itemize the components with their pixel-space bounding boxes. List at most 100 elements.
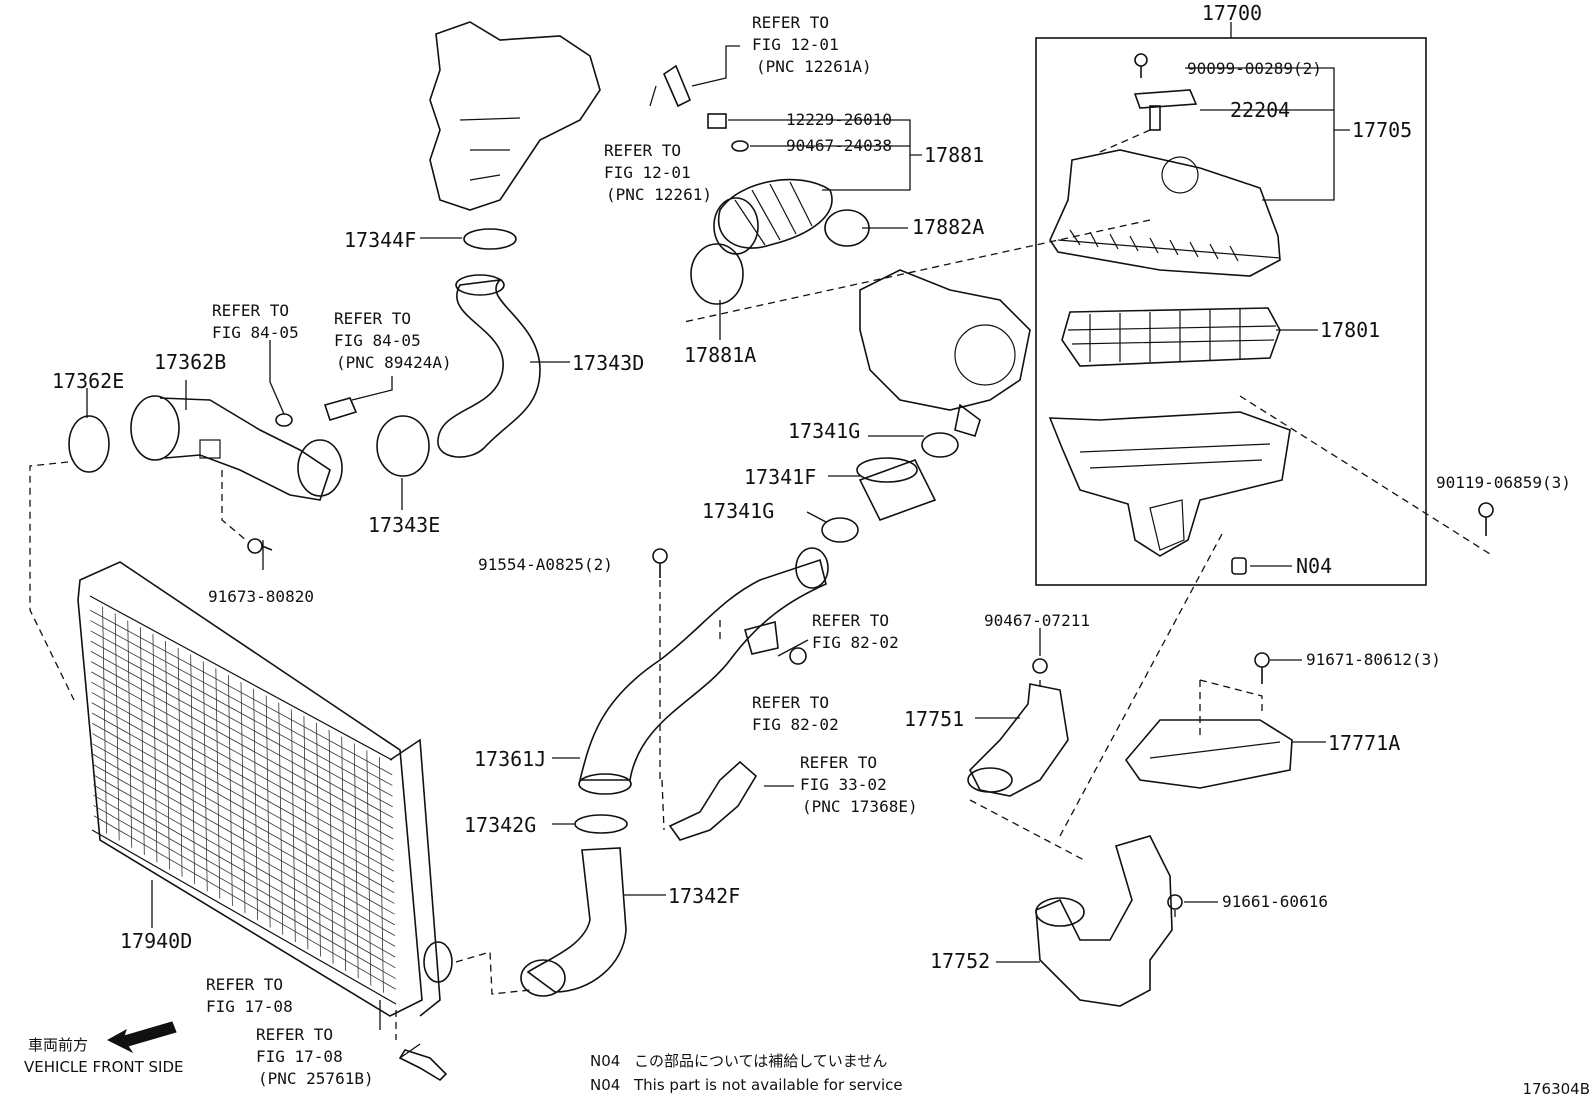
- clamp-17343e: [376, 415, 430, 477]
- refer-17-08-b-line3: (PNC 25761B): [258, 1069, 374, 1088]
- label-17881a: 17881A: [684, 343, 756, 367]
- air-hose-17881: [713, 178, 833, 255]
- refer-84-05-b-line3: (PNC 89424A): [336, 353, 452, 372]
- refer-33-02-line1: REFER TO: [800, 753, 877, 772]
- intercooler-17940d: [77, 561, 453, 1017]
- label-17341f: 17341F: [744, 465, 816, 489]
- refer-82-02-a-line2: FIG 82-02: [812, 633, 899, 652]
- clamp-17344f: [463, 228, 517, 250]
- refer-17-08-a-line2: FIG 17-08: [206, 997, 293, 1016]
- intercooler-pipe-17362b: [130, 395, 343, 501]
- label-17700: 17700: [1202, 1, 1262, 25]
- refer-12-01-b-line1: REFER TO: [604, 141, 681, 160]
- label-17342f: 17342F: [668, 884, 740, 908]
- vsv-12229: [707, 113, 727, 129]
- air-duct-17751: [967, 683, 1069, 797]
- label-17344f: 17344F: [344, 228, 416, 252]
- vehicle-front-indicator: 車両前方 VEHICLE FRONT SIDE: [24, 1021, 184, 1076]
- label-17801: 17801: [1320, 318, 1380, 342]
- arrow-left-icon: [106, 1021, 177, 1054]
- label-17940d: 17940D: [120, 929, 192, 953]
- refer-84-05-a-line1: REFER TO: [212, 301, 289, 320]
- refer-12-01-a-line2: FIG 12-01: [752, 35, 839, 54]
- air-cleaner-case: [1048, 411, 1291, 557]
- label-17882a: 17882A: [912, 215, 984, 239]
- label-17771a: 17771A: [1328, 731, 1400, 755]
- refer-12-01-b-line3: (PNC 12261): [606, 185, 712, 204]
- label-17341g-upper: 17341G: [788, 419, 860, 443]
- note-text-jp: この部品については補給していません: [634, 1052, 887, 1070]
- air-filter-element: [1061, 307, 1281, 367]
- turbocharger: [859, 269, 1031, 437]
- bolt-90467-07211: [1032, 658, 1048, 674]
- front-side-label-jp: 車両前方: [28, 1036, 88, 1054]
- label-n04: N04: [1296, 554, 1332, 578]
- refer-33-02-line3: (PNC 17368E): [802, 797, 918, 816]
- refer-17-08-b-line2: FIG 17-08: [256, 1047, 343, 1066]
- hose-17343d: [437, 274, 541, 458]
- label-91671-80612: 91671-80612(3): [1306, 650, 1441, 669]
- air-duct-17752: [1035, 835, 1173, 1007]
- intake-manifold: [429, 21, 601, 211]
- refer-33-02-line2: FIG 33-02: [800, 775, 887, 794]
- label-17361j: 17361J: [474, 747, 546, 771]
- intercooler-pipe-17361j: [578, 547, 829, 795]
- clamp-17342g: [574, 814, 628, 834]
- refer-12-01-b-line2: FIG 12-01: [604, 163, 691, 182]
- note-code-1: N04: [590, 1052, 620, 1070]
- hose-17341f: [856, 457, 937, 521]
- label-90467-07211: 90467-07211: [984, 611, 1090, 630]
- hose-17342f: [520, 847, 627, 997]
- label-91661-60616: 91661-60616: [1222, 892, 1328, 911]
- o-ring: [275, 413, 293, 427]
- front-side-label-en: VEHICLE FRONT SIDE: [24, 1058, 184, 1076]
- bracket-33-02: [668, 760, 758, 841]
- bolt-90119: [1478, 502, 1494, 536]
- leader-lines: [86, 45, 1350, 1059]
- refer-labels: REFER TO FIG 12-01 (PNC 12261A) REFER TO…: [206, 13, 918, 1088]
- figure-id: 176304B: [1522, 1080, 1590, 1098]
- label-22204: 22204: [1230, 98, 1290, 122]
- footnotes: N04 この部品については補給していません N04 This part is n…: [590, 1052, 903, 1094]
- label-17341g-lower: 17341G: [702, 499, 774, 523]
- label-17705: 17705: [1352, 118, 1412, 142]
- note-code-2: N04: [590, 1076, 620, 1094]
- bolt-91673: [247, 538, 273, 554]
- label-17752: 17752: [930, 949, 990, 973]
- refer-82-02-b-line2: FIG 82-02: [752, 715, 839, 734]
- label-90467-24038: 90467-24038: [786, 136, 892, 155]
- clamp-17341g-lower: [821, 517, 859, 543]
- air-duct-17771a: [1124, 719, 1293, 789]
- bolt-91554: [652, 548, 668, 578]
- clip-90467-24038: [731, 140, 749, 152]
- label-17751: 17751: [904, 707, 964, 731]
- label-17343e: 17343E: [368, 513, 440, 537]
- clamp-17881a: [690, 243, 744, 305]
- bolt-90099: [1134, 53, 1148, 78]
- part-labels: 17700 90099-00289(2) 22204 17705 17801 9…: [52, 1, 1571, 973]
- clamp-17362e: [68, 415, 110, 473]
- refer-12-01-a-line1: REFER TO: [752, 13, 829, 32]
- refer-17-08-a-line1: REFER TO: [206, 975, 283, 994]
- label-12229-26010: 12229-26010: [786, 110, 892, 129]
- air-cleaner-cap: [1049, 149, 1281, 277]
- pressure-sensor: [323, 397, 358, 421]
- bolt-91661: [1167, 894, 1183, 910]
- label-17342g: 17342G: [464, 813, 536, 837]
- label-17343d: 17343D: [572, 351, 644, 375]
- label-17362b: 17362B: [154, 350, 226, 374]
- refer-82-02-b-line1: REFER TO: [752, 693, 829, 712]
- bolt-82-02: [789, 647, 807, 665]
- refer-17-08-b-line1: REFER TO: [256, 1025, 333, 1044]
- label-90099-00289: 90099-00289(2): [1187, 59, 1322, 78]
- hose-25761b: [398, 1049, 448, 1082]
- bracket-82-02: [744, 620, 779, 655]
- note-text-en: This part is not available for service: [633, 1076, 903, 1094]
- dashed-guide-lines: [29, 129, 1491, 1040]
- refer-84-05-b-line2: FIG 84-05: [334, 331, 421, 350]
- hose-clip-12261a: [662, 64, 692, 108]
- mass-air-flow-sensor: [1133, 89, 1198, 131]
- label-17362e: 17362E: [52, 369, 124, 393]
- label-91554-a0825: 91554-A0825(2): [478, 555, 613, 574]
